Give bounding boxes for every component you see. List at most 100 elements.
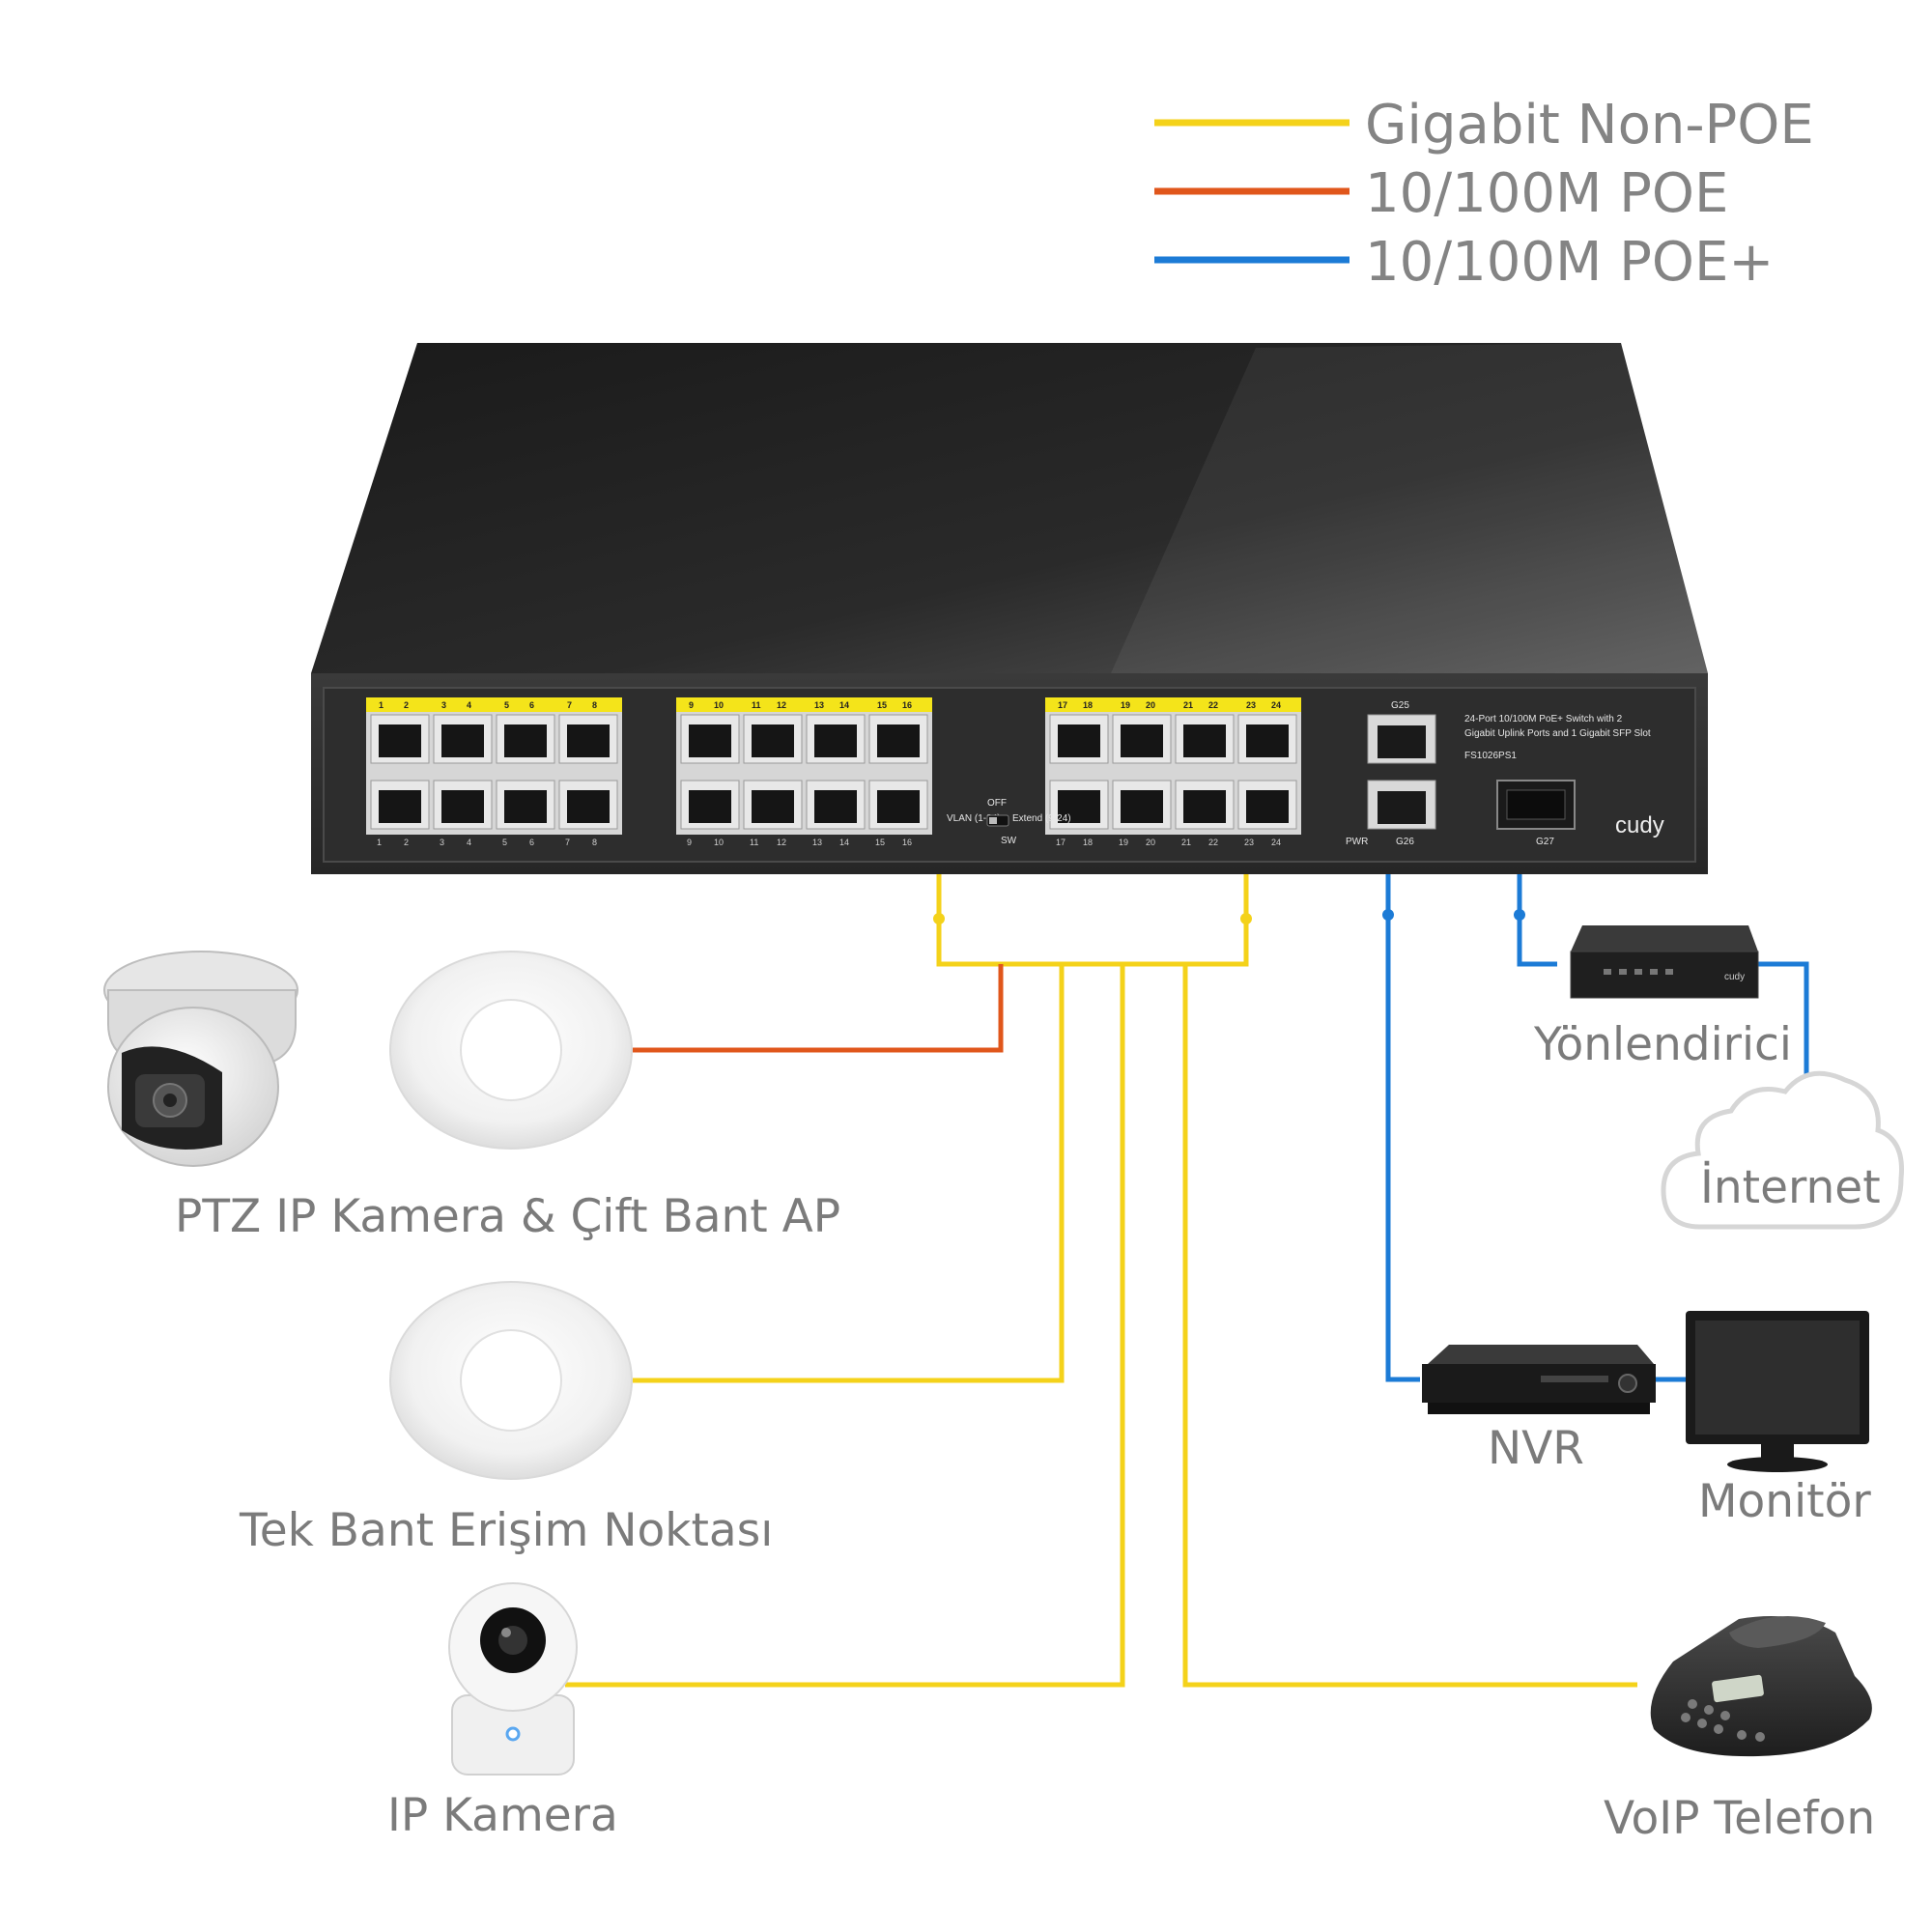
port-top-number: 17 <box>1058 700 1067 710</box>
router-icon: cudy <box>1570 925 1759 999</box>
port-bottom-number: 3 <box>440 838 444 847</box>
port-bottom-number: 10 <box>714 838 724 847</box>
port-bottom-number: 21 <box>1181 838 1191 847</box>
port-top-number: 3 <box>441 700 446 710</box>
legend-label: 10/100M POE <box>1365 162 1728 225</box>
rj45-port-hole <box>504 724 547 757</box>
rj45-port-hole <box>441 724 484 757</box>
rj45-port-hole <box>1121 724 1163 757</box>
switch-model: FS1026PS1 <box>1464 751 1517 761</box>
rj45-port-hole <box>379 790 421 823</box>
pwr-label: PWR <box>1346 837 1368 847</box>
cable-node <box>933 913 945 924</box>
legend-item-gigabit-non-poe: Gigabit Non-POE <box>1154 94 1814 156</box>
switch-description-line2: Gigabit Uplink Ports and 1 Gigabit SFP S… <box>1464 728 1651 739</box>
poe-label-strip <box>1045 697 1301 712</box>
port-top-number: 16 <box>902 700 912 710</box>
cable-node <box>1240 913 1252 924</box>
nvr-label: NVR <box>1488 1422 1584 1475</box>
poe-label-strip <box>366 697 622 712</box>
nvr-icon <box>1422 1345 1656 1414</box>
switch-brand-logo: cudy <box>1615 812 1664 838</box>
voip-phone-icon <box>1650 1615 1872 1757</box>
rj45-port-hole <box>689 790 731 823</box>
port-top-number: 9 <box>689 700 694 710</box>
cable-yellow-left-drop <box>936 874 1249 967</box>
rj45-port-hole <box>1183 724 1226 757</box>
port-bottom-number: 16 <box>902 838 912 847</box>
port-bottom-number: 4 <box>467 838 471 847</box>
router-label: Yönlendirici <box>1533 1018 1792 1071</box>
uplink-top-label: G25 <box>1391 700 1409 711</box>
mode-switch[interactable]: OFF VLAN (1-24) Extend (9-24) SW <box>947 798 1071 846</box>
ptz-camera-ap-label: PTZ IP Kamera & Çift Bant AP <box>175 1190 840 1243</box>
rj45-port-hole <box>1058 790 1100 823</box>
switch-top-highlight <box>1111 343 1708 673</box>
router-brand: cudy <box>1724 972 1745 982</box>
port-bottom-number: 12 <box>777 838 786 847</box>
port-bottom-number: 6 <box>529 838 534 847</box>
cable-node <box>1514 909 1525 921</box>
port-top-number: 1 <box>379 700 384 710</box>
port-top-number: 13 <box>814 700 824 710</box>
cable-yellow-ip-camera <box>565 964 1125 1688</box>
rj45-port-hole <box>441 790 484 823</box>
rj45-port-hole <box>1246 790 1289 823</box>
port-bottom-number: 23 <box>1244 838 1254 847</box>
ip-camera-label: IP Kamera <box>387 1789 618 1842</box>
port-top-number: 14 <box>839 700 849 710</box>
rj45-port-hole <box>689 724 731 757</box>
port-top-number: 19 <box>1121 700 1130 710</box>
port-top-number: 8 <box>592 700 597 710</box>
uplink-port-g25-hole <box>1378 725 1426 758</box>
uplink-port-g26-hole <box>1378 791 1426 824</box>
ptz-camera-icon <box>103 951 298 1167</box>
rj45-port-hole <box>752 790 794 823</box>
port-bottom-number: 17 <box>1056 838 1065 847</box>
sfp-slot[interactable]: G27 <box>1496 780 1576 847</box>
voip-phone-label: VoIP Telefon <box>1604 1792 1875 1845</box>
port-bottom-number: 8 <box>592 838 597 847</box>
cable-blue-router-internet <box>1748 961 1809 1082</box>
sfp-label: G27 <box>1536 837 1554 847</box>
mode-switch-extend-label: Extend (9-24) <box>1012 813 1071 824</box>
port-bottom-number: 14 <box>839 838 849 847</box>
port-top-number: 11 <box>752 700 761 710</box>
rj45-port-hole <box>504 790 547 823</box>
internet-label: İnternet <box>1700 1161 1881 1214</box>
monitor-icon <box>1686 1311 1869 1472</box>
monitor-label: Monitör <box>1698 1475 1871 1528</box>
legend-item-poe: 10/100M POE <box>1154 162 1728 225</box>
port-top-number: 4 <box>467 700 471 710</box>
cable-blue-nvr <box>1385 874 1420 1382</box>
port-bottom-number: 1 <box>377 838 382 847</box>
port-bottom-number: 22 <box>1208 838 1218 847</box>
port-bottom-number: 13 <box>812 838 822 847</box>
cable-orange-ptz-ap <box>633 964 1004 1053</box>
port-top-number: 23 <box>1246 700 1256 710</box>
legend-item-poe-plus: 10/100M POE+ <box>1154 231 1774 294</box>
mode-switch-vlan-label: VLAN (1-24) <box>947 813 1001 824</box>
port-bottom-number: 19 <box>1119 838 1128 847</box>
rj45-port-hole <box>1183 790 1226 823</box>
cable-yellow-single-ap <box>633 964 1065 1383</box>
single-band-ap-icon <box>389 1281 633 1480</box>
rj45-port-hole <box>567 724 610 757</box>
rj45-port-hole <box>379 724 421 757</box>
rj45-port-hole <box>814 724 857 757</box>
port-top-number: 24 <box>1271 700 1281 710</box>
rj45-port-hole <box>1121 790 1163 823</box>
cable-blue-router <box>1517 874 1557 967</box>
port-bottom-number: 7 <box>565 838 570 847</box>
sfp-port-inner <box>1506 789 1566 820</box>
port-top-number: 7 <box>567 700 572 710</box>
cable-node <box>1382 909 1394 921</box>
ip-camera-icon <box>448 1582 578 1776</box>
rj45-port-hole <box>877 724 920 757</box>
uplink-bottom-label: G26 <box>1396 837 1414 847</box>
port-top-number: 12 <box>777 700 786 710</box>
port-bottom-number: 9 <box>687 838 692 847</box>
